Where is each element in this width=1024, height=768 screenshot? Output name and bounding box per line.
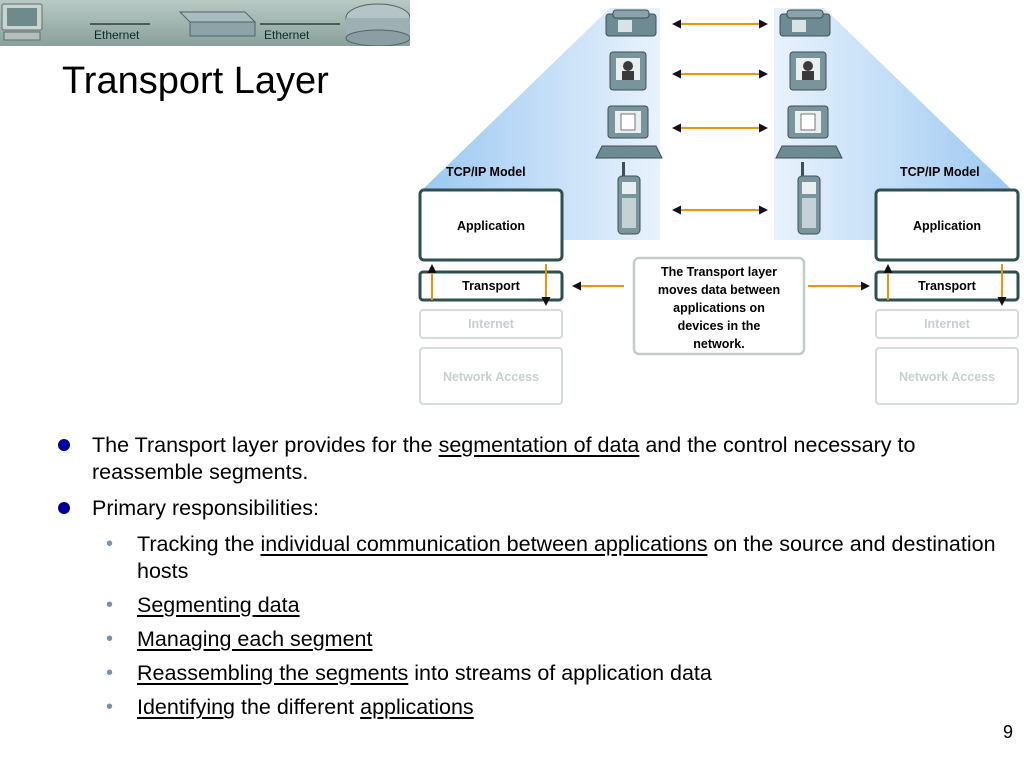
underlined-term: segmentation of data	[438, 433, 640, 457]
callout-line-3: applications on	[673, 301, 765, 315]
network-access-label-right: Network Access	[899, 370, 995, 384]
callout-box	[632, 256, 806, 356]
bullet-text: into streams of application data	[408, 661, 712, 685]
underlined-term: individual communication between applica…	[260, 532, 708, 556]
application-label-right: Application	[913, 219, 981, 233]
cell-phone-icon-right	[797, 162, 821, 235]
underlined-term: Managing each segment	[137, 627, 373, 651]
underlined-term: Segmenting data	[137, 593, 300, 617]
bullet-list: The Transport layer provides for the seg…	[56, 432, 996, 728]
transport-box-right	[874, 270, 1020, 302]
sub-bullet-dot-icon: •	[106, 628, 114, 650]
sub-bullet-dot-icon: •	[106, 533, 114, 555]
computer-icon-right	[775, 105, 843, 159]
underlined-term: Identifying	[137, 695, 236, 719]
sub-bullet-dot-icon: •	[106, 594, 114, 616]
banner-label-left: Ethernet	[94, 28, 140, 42]
internet-box-left	[419, 309, 563, 339]
bullet-text: Tracking the	[137, 532, 261, 556]
computer-icon-left	[595, 105, 663, 159]
network-banner: Ethernet Ethernet	[0, 0, 410, 46]
tcpip-diagram-svg: TCP/IP Model Application Transport Inter…	[418, 8, 1020, 405]
callout-line-5: network.	[693, 337, 744, 351]
sub-bullet-item: • Segmenting data	[56, 592, 996, 619]
bullet-text: and the control necessary to reassemble …	[92, 433, 916, 484]
sub-bullet-item: • Managing each segment	[56, 626, 996, 653]
bullet-item: The Transport layer provides for the seg…	[56, 432, 996, 486]
bullet-text: on the source and destination hosts	[137, 532, 996, 583]
sub-bullet-item: • Tracking the individual communication b…	[56, 531, 996, 585]
bullet-text: Primary responsibilities:	[92, 496, 320, 520]
sub-bullet-dot-icon: •	[106, 696, 114, 718]
underlined-term: Reassembling the segments	[137, 661, 409, 685]
transport-box-left	[418, 270, 564, 302]
video-terminal-icon-left	[609, 51, 647, 91]
callout-line-2: moves data between	[658, 283, 780, 297]
network-access-box-right	[875, 347, 1019, 405]
network-access-label-left: Network Access	[443, 370, 539, 384]
application-box-left	[418, 188, 564, 262]
banner-label-right: Ethernet	[264, 28, 310, 42]
internet-label-right: Internet	[924, 317, 971, 331]
application-label-left: Application	[457, 219, 525, 233]
bullet-text: The Transport layer provides for the	[92, 433, 439, 457]
slide-title: Transport Layer	[62, 60, 329, 102]
internet-label-left: Internet	[468, 317, 515, 331]
internet-box-right	[875, 309, 1019, 339]
page-number: 9	[1002, 722, 1013, 742]
ip-phone-icon-right	[779, 9, 831, 37]
model-title-right: TCP/IP Model	[900, 165, 980, 179]
transport-label-left: Transport	[462, 279, 520, 293]
video-terminal-icon-right	[789, 51, 827, 91]
cell-phone-icon-left	[617, 162, 641, 235]
sub-bullet-dot-icon: •	[106, 662, 114, 684]
bullet-dot-icon	[58, 439, 70, 451]
callout-line-4: devices in the	[678, 319, 761, 333]
banner-graphic	[1, 3, 410, 46]
bullet-item: Primary responsibilities:	[56, 495, 996, 522]
sub-bullet-item: • Reassembling the segments into streams …	[56, 660, 996, 687]
callout-line-1: The Transport layer	[661, 265, 777, 279]
ip-phone-icon-left	[605, 9, 657, 37]
bullet-dot-icon	[58, 502, 70, 514]
network-access-box-left	[419, 347, 563, 405]
right-beam	[774, 8, 1012, 240]
underlined-term: applications	[360, 695, 474, 719]
tcpip-diagram: TCP/IP Model Application Transport Inter…	[410, 0, 1024, 412]
model-title-left: TCP/IP Model	[446, 165, 526, 179]
left-beam	[422, 8, 660, 240]
application-box-right	[874, 188, 1020, 262]
sub-bullet-item: • Identifying the different applications	[56, 694, 996, 721]
transport-label-right: Transport	[918, 279, 976, 293]
bullet-text: the different	[235, 695, 361, 719]
